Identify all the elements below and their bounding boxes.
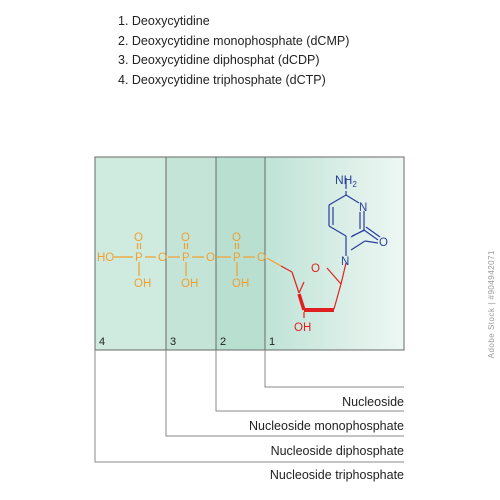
- label-nucleoside: Nucleoside: [342, 395, 404, 409]
- stock-watermark: Adobe Stock | #904942071: [487, 250, 496, 359]
- atom-o-top-2: O: [181, 232, 190, 244]
- section-panels: [94, 156, 405, 351]
- atom-n3: N: [359, 202, 367, 214]
- atom-o-ring: O: [311, 263, 320, 275]
- atom-o-top-3: O: [232, 232, 241, 244]
- panel-3: [165, 156, 217, 351]
- bracket-lines: [94, 350, 404, 463]
- phosphate-bonds: [114, 243, 282, 276]
- atom-oh-2: OH: [181, 278, 198, 290]
- atom-o-bridge-2: O: [206, 252, 215, 264]
- atom-o-bridge-3: O: [257, 252, 266, 264]
- label-diphosphate: Nucleoside diphosphate: [271, 444, 404, 458]
- bracket-nucleoside: [264, 350, 404, 388]
- phosphate-chain: HO P O P O P O O O O OH OH OH: [97, 232, 266, 290]
- bracket-triphosphate: [94, 350, 404, 463]
- legend-item-2: 2. Deoxycytidine monophosphate (dCMP): [118, 33, 350, 48]
- label-monophosphate: Nucleoside monophosphate: [249, 419, 404, 433]
- atom-p-beta: P: [182, 252, 190, 264]
- atom-oh-3: OH: [232, 278, 249, 290]
- atom-n1: N: [341, 256, 349, 268]
- cytosine-ring: [328, 191, 379, 256]
- atom-oh-3prime: OH: [294, 322, 311, 334]
- atom-ho: HO: [97, 252, 114, 264]
- section-number-3: 3: [170, 336, 176, 348]
- section-number-2: 2: [220, 336, 226, 348]
- deoxyribose-ring: [280, 262, 347, 318]
- atom-o-bridge-1: O: [158, 252, 167, 264]
- legend-item-3: 3. Deoxycytidine diphosphat (dCDP): [118, 53, 320, 67]
- atom-p-alpha: P: [233, 252, 241, 264]
- panel-1: [264, 156, 405, 351]
- label-triphosphate: Nucleoside triphosphate: [270, 468, 404, 482]
- section-number-1: 1: [269, 336, 275, 348]
- compound-legend: 1. Deoxycytidine 2. Deoxycytidine monoph…: [118, 12, 349, 90]
- bracket-monophosphate: [215, 350, 404, 412]
- bracket-diphosphate: [165, 350, 404, 437]
- panel-2: [215, 156, 266, 351]
- section-number-4: 4: [99, 336, 105, 348]
- legend-item-4: 4. Deoxycytidine triphosphate (dCTP): [118, 72, 326, 87]
- atom-nh2: NH2: [335, 173, 357, 189]
- legend-item-1: 1. Deoxycytidine: [118, 14, 210, 28]
- atom-o-top-1: O: [134, 232, 143, 244]
- atom-oh-1: OH: [134, 278, 151, 290]
- atom-p-gamma: P: [135, 252, 143, 264]
- cytosine-bonds: [345, 178, 381, 241]
- atom-o-carbonyl: O: [379, 237, 388, 249]
